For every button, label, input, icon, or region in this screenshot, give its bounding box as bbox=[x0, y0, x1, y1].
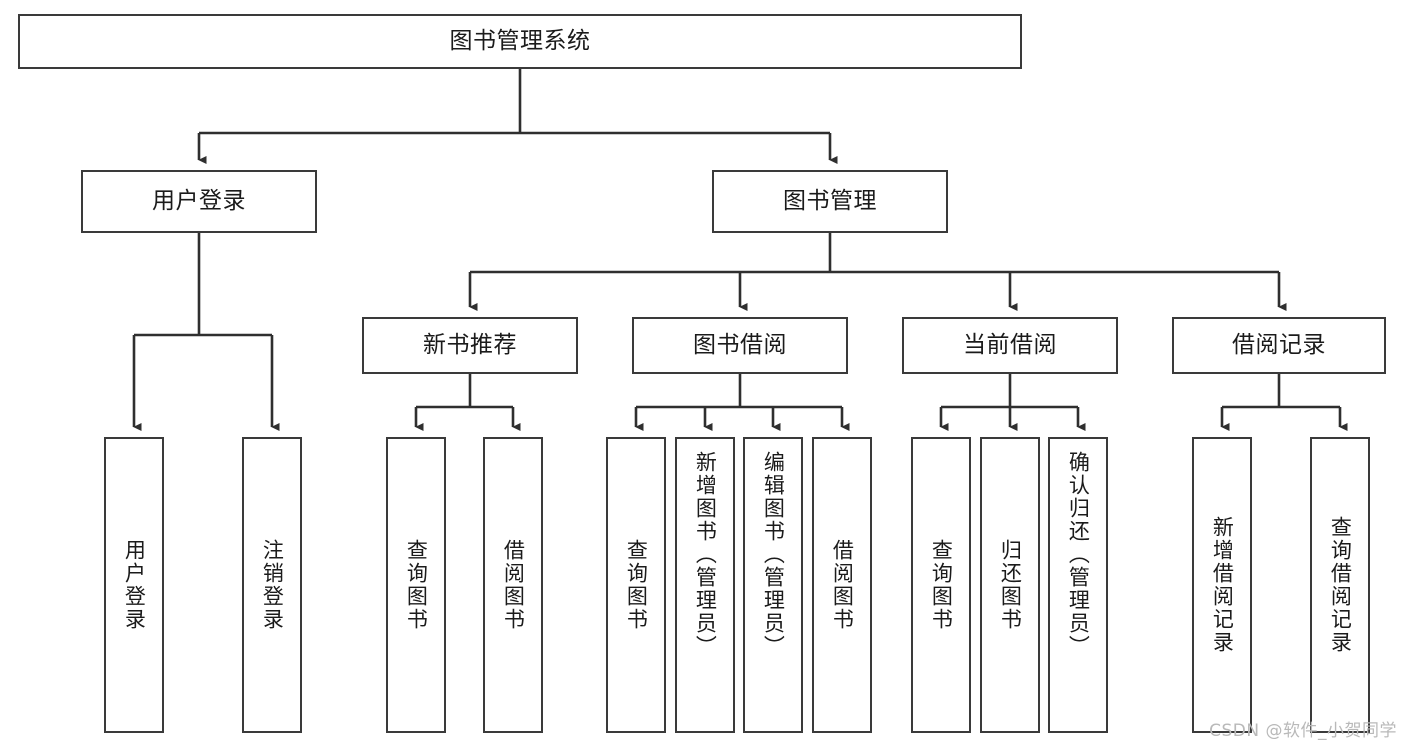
node-leaf-edit-book[interactable]: 编辑图书（管理员） bbox=[743, 437, 803, 733]
node-leaf-query-book-3-label: 查询图书 bbox=[929, 539, 954, 631]
node-leaf-borrow-book-1-label: 借阅图书 bbox=[501, 539, 526, 631]
node-leaf-query-book-2-label: 查询图书 bbox=[624, 539, 649, 631]
node-current-borrow-label: 当前借阅 bbox=[963, 332, 1057, 359]
node-root-label: 图书管理系统 bbox=[449, 28, 591, 55]
node-book-borrow[interactable]: 图书借阅 bbox=[632, 317, 848, 374]
watermark: CSDN @软件_小贺同学 bbox=[1209, 721, 1397, 741]
node-leaf-query-book-1-label: 查询图书 bbox=[404, 539, 429, 631]
node-leaf-query-book-1[interactable]: 查询图书 bbox=[386, 437, 446, 733]
node-leaf-query-book-3[interactable]: 查询图书 bbox=[911, 437, 971, 733]
node-leaf-add-book[interactable]: 新增图书（管理员） bbox=[675, 437, 735, 733]
node-leaf-borrow-book-2-label: 借阅图书 bbox=[830, 539, 855, 631]
node-leaf-query-record[interactable]: 查询借阅记录 bbox=[1310, 437, 1370, 733]
node-book-borrow-label: 图书借阅 bbox=[693, 332, 787, 359]
node-leaf-confirm-return-label: 确认归还（管理员） bbox=[1066, 451, 1091, 658]
node-current-borrow[interactable]: 当前借阅 bbox=[902, 317, 1118, 374]
node-leaf-return-book-label: 归还图书 bbox=[998, 539, 1023, 631]
node-leaf-return-book[interactable]: 归还图书 bbox=[980, 437, 1040, 733]
node-book-manage-label: 图书管理 bbox=[783, 188, 877, 215]
node-leaf-user-login[interactable]: 用户登录 bbox=[104, 437, 164, 733]
node-root[interactable]: 图书管理系统 bbox=[18, 14, 1022, 69]
node-book-manage[interactable]: 图书管理 bbox=[712, 170, 948, 233]
node-leaf-confirm-return[interactable]: 确认归还（管理员） bbox=[1048, 437, 1108, 733]
node-leaf-edit-book-label: 编辑图书（管理员） bbox=[761, 451, 786, 658]
node-leaf-query-book-2[interactable]: 查询图书 bbox=[606, 437, 666, 733]
node-new-book-rec[interactable]: 新书推荐 bbox=[362, 317, 578, 374]
node-leaf-add-record-label: 新增借阅记录 bbox=[1210, 516, 1235, 654]
node-leaf-add-book-label: 新增图书（管理员） bbox=[693, 451, 718, 658]
node-leaf-borrow-book-2[interactable]: 借阅图书 bbox=[812, 437, 872, 733]
node-leaf-user-logout-label: 注销登录 bbox=[260, 539, 285, 631]
node-borrow-record-label: 借阅记录 bbox=[1232, 332, 1326, 359]
node-leaf-borrow-book-1[interactable]: 借阅图书 bbox=[483, 437, 543, 733]
node-leaf-user-logout[interactable]: 注销登录 bbox=[242, 437, 302, 733]
node-leaf-add-record[interactable]: 新增借阅记录 bbox=[1192, 437, 1252, 733]
node-user-login[interactable]: 用户登录 bbox=[81, 170, 317, 233]
node-user-login-label: 用户登录 bbox=[152, 188, 246, 215]
node-new-book-rec-label: 新书推荐 bbox=[423, 332, 517, 359]
node-leaf-user-login-label: 用户登录 bbox=[122, 539, 147, 631]
node-borrow-record[interactable]: 借阅记录 bbox=[1172, 317, 1386, 374]
node-leaf-query-record-label: 查询借阅记录 bbox=[1328, 516, 1353, 654]
